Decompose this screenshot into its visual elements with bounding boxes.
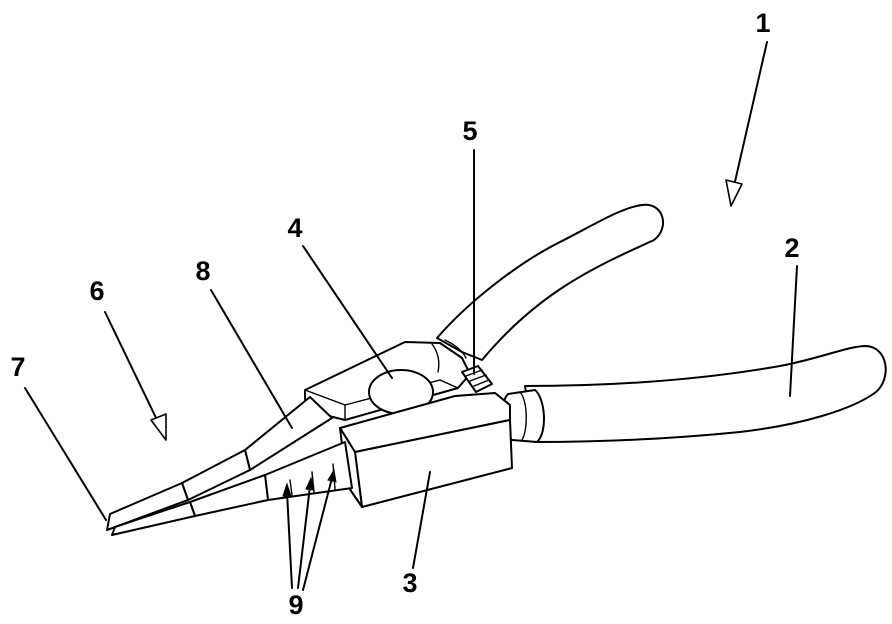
lower-block [339, 392, 513, 508]
label-5: 5 [462, 116, 477, 146]
upper-handle [436, 203, 664, 361]
leader-8 [210, 289, 293, 429]
label-7: 7 [10, 352, 25, 382]
upper-jaw [106, 396, 333, 531]
leader-7 [24, 387, 107, 521]
lower-handle [501, 345, 887, 443]
arrowhead-1 [725, 179, 743, 207]
leader-lines [24, 41, 798, 591]
label-1: 1 [755, 8, 770, 38]
label-8: 8 [195, 256, 210, 286]
arrowhead-9b [305, 476, 315, 491]
arrowhead-6 [150, 413, 167, 441]
leader-9a [286, 491, 293, 589]
label-3: 3 [402, 568, 417, 598]
spring [461, 365, 493, 393]
leader-1 [733, 41, 768, 187]
leader-4 [302, 245, 393, 379]
label-6: 6 [89, 276, 104, 306]
arrowhead-9a [282, 482, 292, 497]
leader-3 [412, 471, 431, 569]
label-4: 4 [287, 213, 302, 243]
leader-9c [302, 477, 333, 591]
leader-2 [789, 265, 798, 397]
arrowhead-9c [327, 468, 337, 483]
label-2: 2 [784, 233, 799, 263]
leader-6 [104, 311, 159, 423]
reference-numerals: 1 2 3 4 5 6 7 8 9 [10, 8, 799, 620]
label-9: 9 [288, 590, 303, 620]
leader-9b [297, 485, 311, 589]
